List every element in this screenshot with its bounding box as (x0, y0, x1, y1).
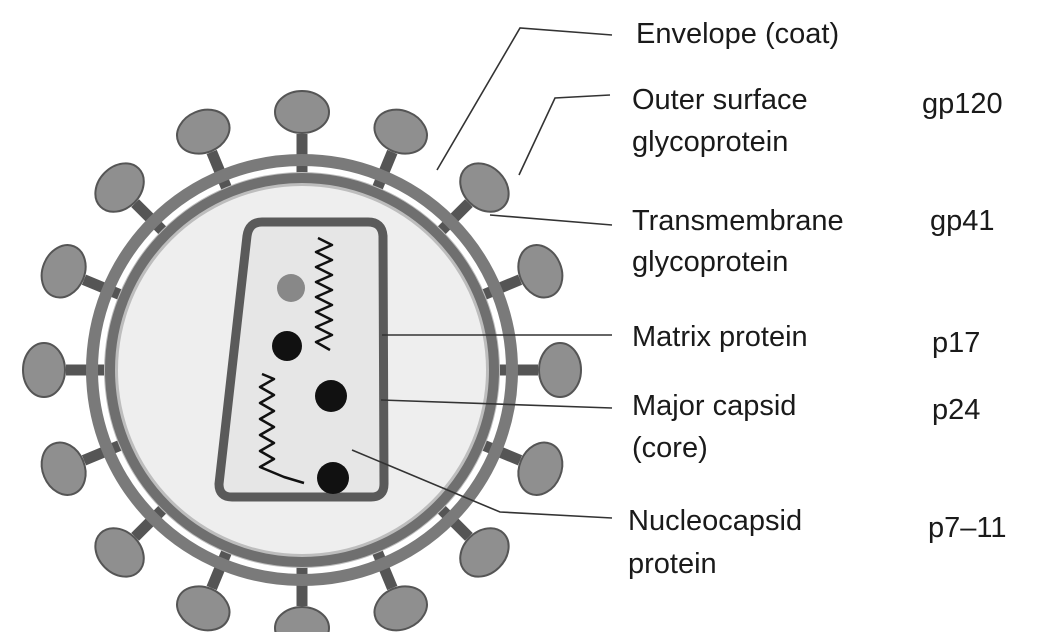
nucleocapsid-dot-grey (277, 274, 305, 302)
label-outer-surface-line2: glycoprotein (632, 124, 788, 160)
label-nucleocapsid-line1: Nucleocapsid (628, 503, 802, 539)
spike-knob (511, 436, 570, 502)
code-p7-11: p7–11 (928, 510, 1007, 546)
leader-outer-surface (519, 95, 610, 175)
code-gp120: gp120 (922, 86, 1003, 122)
label-matrix: Matrix protein (632, 319, 808, 355)
spike-knob (368, 579, 434, 632)
code-p24: p24 (932, 392, 980, 428)
spike-knob (511, 238, 570, 304)
label-outer-surface-line1: Outer surface (632, 82, 808, 118)
spike-knob (368, 102, 434, 161)
label-capsid-line2: (core) (632, 430, 708, 466)
spike-knob (34, 238, 93, 304)
label-transmembrane-line2: glycoprotein (632, 244, 788, 280)
leader-transmembrane (490, 215, 612, 225)
spike-knob (34, 436, 93, 502)
nucleocapsid-dot-2 (315, 380, 347, 412)
nucleocapsid-dot-3 (317, 462, 349, 494)
label-envelope: Envelope (coat) (636, 16, 839, 52)
spike-knob (539, 343, 581, 397)
spike-knob (170, 579, 236, 632)
code-gp41: gp41 (930, 203, 995, 239)
label-transmembrane-line1: Transmembrane (632, 203, 844, 239)
spike-knob (170, 102, 236, 161)
leader-envelope (437, 28, 612, 170)
code-p17: p17 (932, 325, 980, 361)
spike-knob (23, 343, 65, 397)
capsid-core (219, 222, 384, 497)
spike-knob (275, 91, 329, 133)
label-nucleocapsid-line2: protein (628, 546, 717, 582)
nucleocapsid-dot-1 (272, 331, 302, 361)
spike-knob (275, 607, 329, 632)
label-capsid-line1: Major capsid (632, 388, 796, 424)
